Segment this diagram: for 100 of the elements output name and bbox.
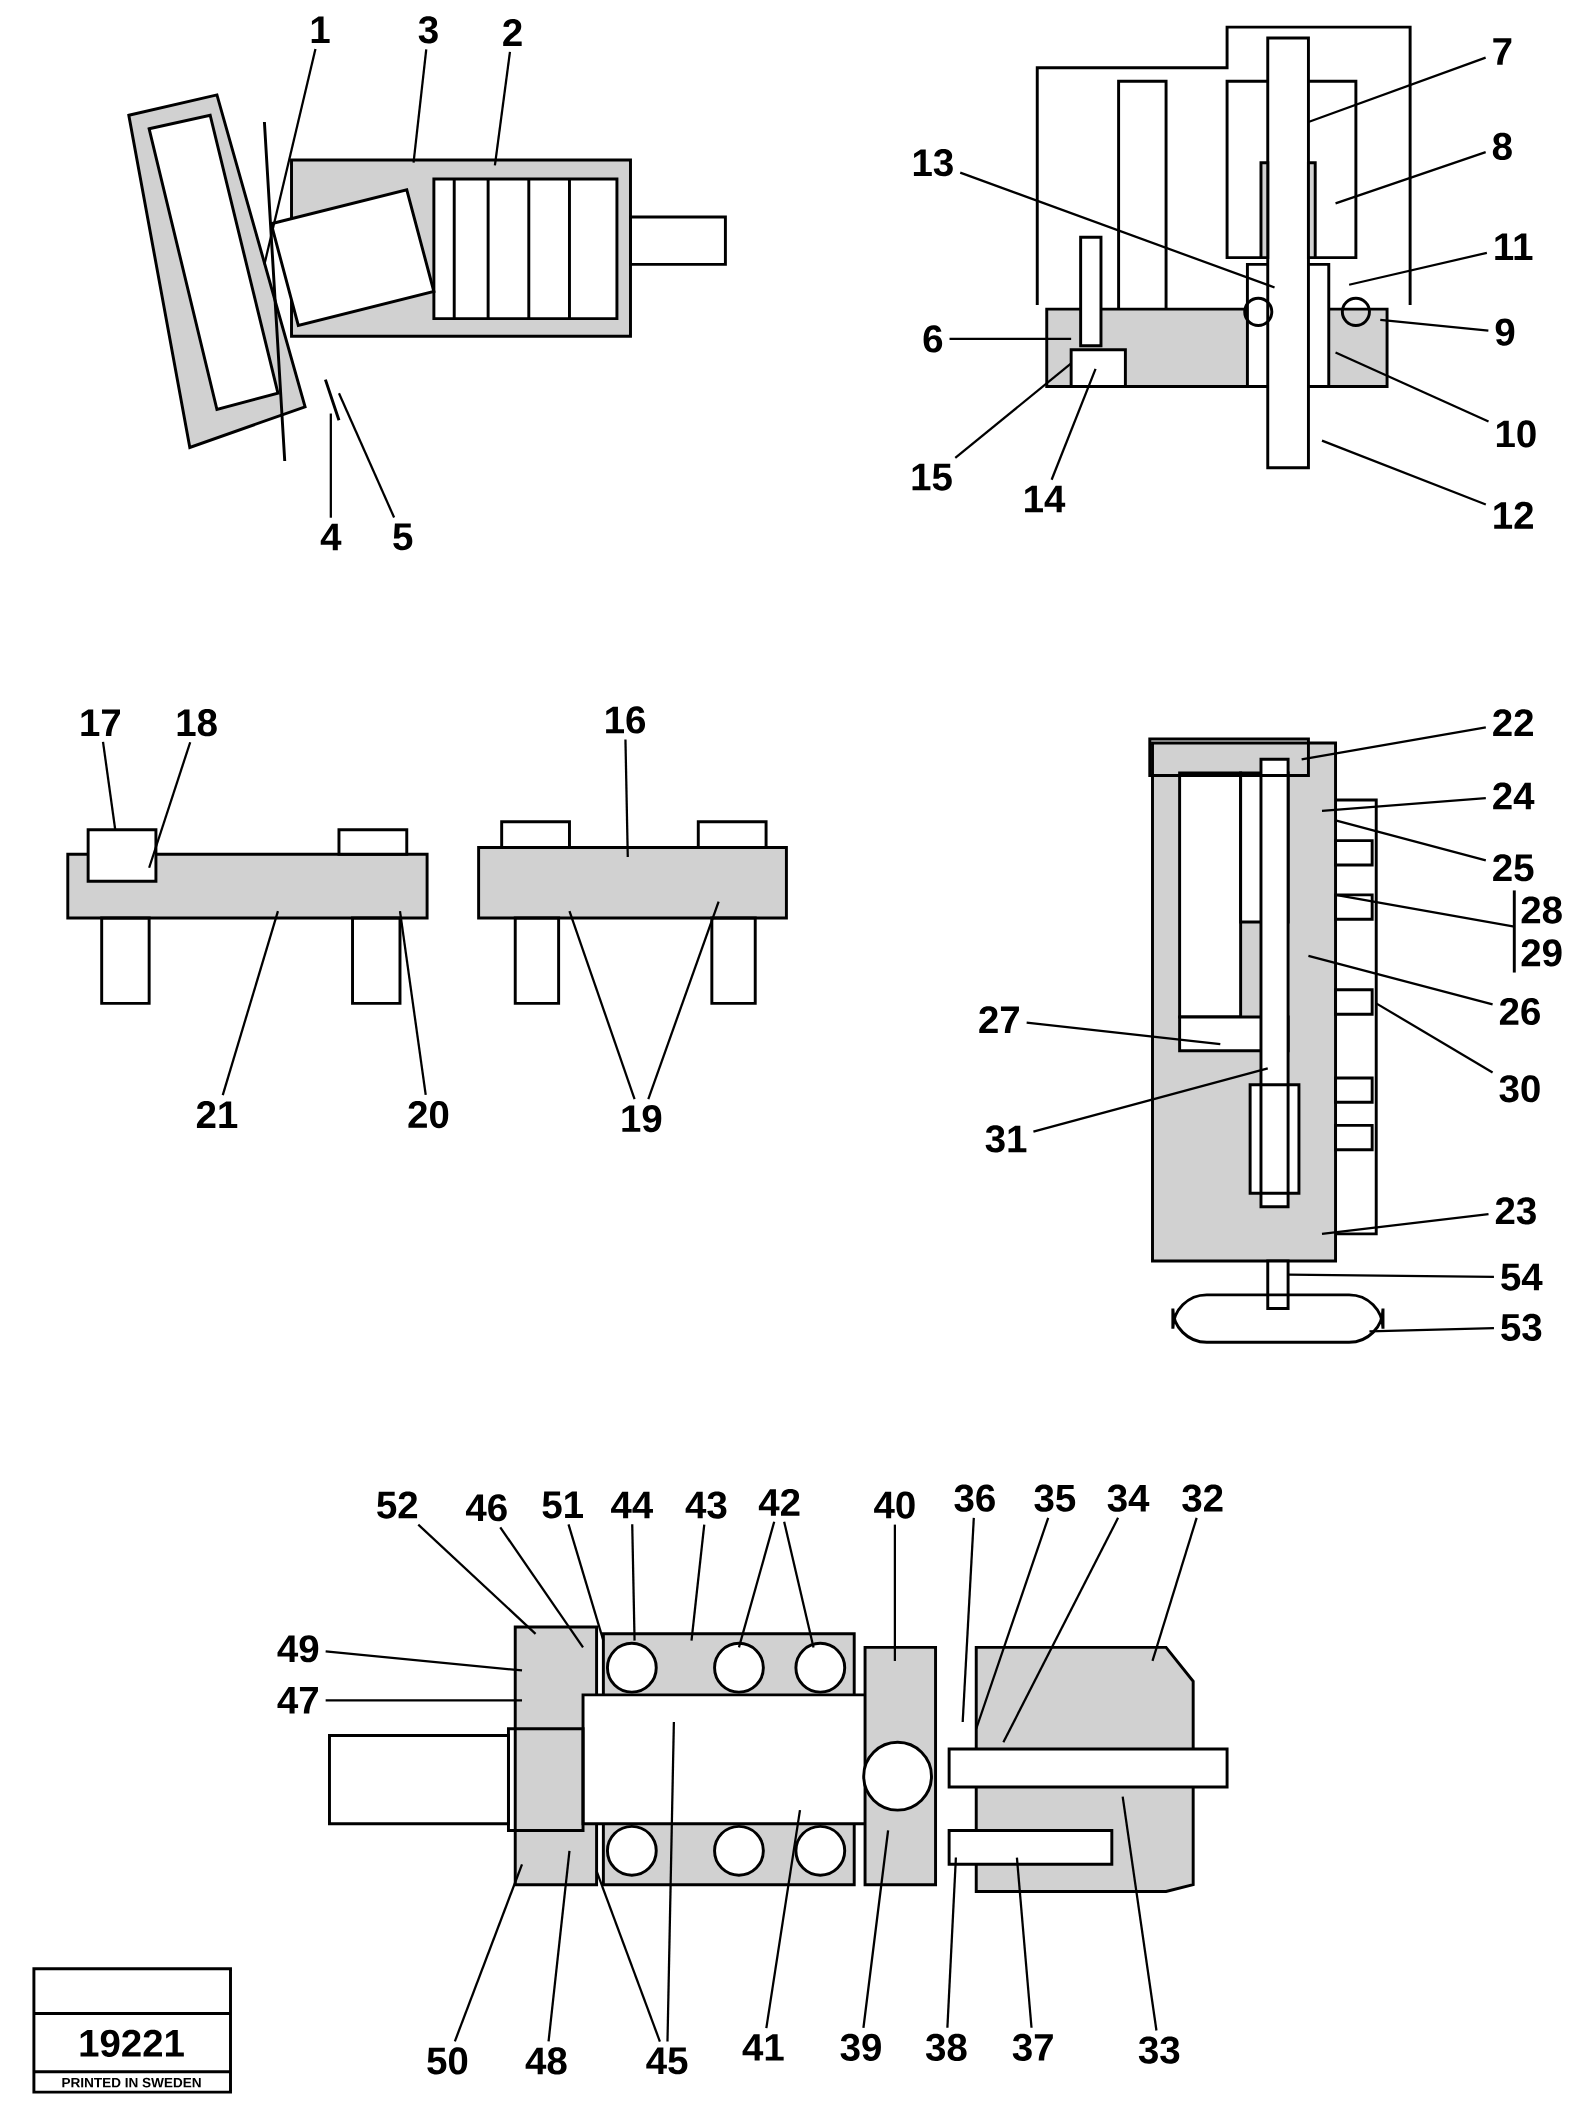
leader-line bbox=[960, 171, 1276, 289]
leader-line bbox=[567, 1524, 605, 1641]
callout-number: 9 bbox=[1495, 318, 1515, 346]
leader-line bbox=[399, 911, 428, 1096]
callout-number: 18 bbox=[177, 709, 218, 737]
callout-number: 13 bbox=[914, 149, 954, 177]
callout-number: 40 bbox=[874, 1491, 915, 1519]
leader-line bbox=[1308, 954, 1494, 1006]
leader-line bbox=[1151, 1517, 1198, 1662]
callout-number: 46 bbox=[466, 1494, 507, 1522]
callout-number: 35 bbox=[1034, 1484, 1076, 1512]
callout-number: 34 bbox=[1107, 1484, 1150, 1512]
leader-line bbox=[494, 51, 512, 166]
callout-number: 42 bbox=[759, 1488, 800, 1516]
callout-number: 19 bbox=[622, 1105, 662, 1133]
plate-drawing bbox=[477, 820, 789, 1005]
leader-line bbox=[263, 48, 317, 265]
leader-line bbox=[1335, 351, 1490, 423]
leader-line bbox=[1375, 1002, 1494, 1074]
leader-line bbox=[454, 1863, 524, 2042]
leader-line bbox=[221, 910, 280, 1096]
leader-line bbox=[547, 1850, 571, 2042]
callout-number: 48 bbox=[525, 2047, 567, 2075]
callout-number: 17 bbox=[81, 709, 121, 736]
leader-line bbox=[1301, 726, 1487, 761]
callout-number: 23 bbox=[1496, 1197, 1537, 1225]
callout-number: 51 bbox=[542, 1491, 584, 1519]
leader-line bbox=[1050, 368, 1097, 481]
leader-line bbox=[738, 1521, 776, 1648]
callout-number: 8 bbox=[1493, 132, 1513, 161]
callout-number: 16 bbox=[606, 706, 646, 734]
callout-number: 45 bbox=[646, 2047, 688, 2075]
callout-number: 38 bbox=[926, 2033, 967, 2061]
callout-number: 41 bbox=[742, 2034, 784, 2061]
leader-line bbox=[499, 1526, 585, 1649]
plate-drawing bbox=[66, 828, 429, 1005]
callout-number: 5 bbox=[393, 523, 413, 551]
leader-line bbox=[102, 741, 117, 830]
callout-number: 33 bbox=[1139, 2036, 1180, 2064]
leader-line bbox=[1321, 439, 1487, 506]
leader-line bbox=[690, 1524, 706, 1641]
leader-line bbox=[1121, 1796, 1158, 2031]
callout-number: 32 bbox=[1182, 1484, 1223, 1512]
callout-number: 44 bbox=[611, 1491, 654, 1519]
leader-line bbox=[631, 1524, 636, 1641]
leader-line bbox=[338, 392, 396, 518]
leader-line bbox=[417, 1523, 537, 1635]
leader-line bbox=[894, 1524, 897, 1661]
leader-line bbox=[949, 337, 1072, 341]
leader-line bbox=[862, 1830, 890, 2028]
callout-number: 43 bbox=[685, 1491, 727, 1519]
leader-line bbox=[666, 1721, 676, 2042]
callout-number: 49 bbox=[277, 1635, 319, 1663]
leader-line bbox=[1335, 819, 1487, 862]
leader-line bbox=[1335, 893, 1515, 928]
callout-number: 52 bbox=[377, 1491, 418, 1519]
valve-drawing bbox=[1036, 25, 1412, 470]
callout-number: 3 bbox=[418, 16, 438, 44]
leader-line bbox=[1002, 1517, 1120, 1743]
callout-number: 15 bbox=[912, 463, 953, 491]
leader-line bbox=[765, 1809, 802, 2029]
gearbox-drawing bbox=[328, 1625, 1229, 1893]
callout-number: 10 bbox=[1497, 420, 1536, 448]
leader-line bbox=[961, 1517, 976, 1723]
callout-number: 21 bbox=[197, 1101, 238, 1128]
leader-line bbox=[1349, 251, 1488, 286]
leader-line bbox=[783, 1521, 815, 1648]
callout-number: 2 bbox=[503, 19, 522, 46]
valve-block-drawing bbox=[1148, 737, 1385, 1344]
callout-number: 47 bbox=[277, 1687, 319, 1714]
callout-number: 27 bbox=[979, 1006, 1020, 1034]
callout-number: 54 bbox=[1501, 1263, 1543, 1291]
leader-line bbox=[624, 739, 630, 857]
callout-number: 11 bbox=[1495, 233, 1533, 260]
leader-line bbox=[1335, 151, 1487, 205]
callout-number: 25 bbox=[1493, 854, 1534, 882]
callout-number: 6 bbox=[923, 325, 943, 353]
leader-line bbox=[329, 413, 333, 518]
callout-number: 14 bbox=[1025, 485, 1066, 513]
leader-line bbox=[412, 49, 428, 163]
leader-line bbox=[325, 1650, 523, 1672]
callout-number: 31 bbox=[985, 1125, 1027, 1153]
leader-line bbox=[325, 1699, 523, 1702]
leader-line bbox=[148, 741, 192, 869]
leader-line bbox=[1322, 1212, 1489, 1235]
callout-number: 1 bbox=[311, 16, 330, 44]
callout-number: 30 bbox=[1499, 1075, 1540, 1103]
leader-line bbox=[1308, 56, 1487, 124]
callout-number: 22 bbox=[1493, 709, 1534, 737]
leader-line bbox=[1026, 1021, 1221, 1046]
callout-number: 28 29 bbox=[1513, 890, 1563, 973]
pump-drawing bbox=[127, 93, 728, 463]
callout-number: 53 bbox=[1501, 1313, 1542, 1342]
leader-line bbox=[595, 1870, 662, 2042]
callout-number: 7 bbox=[1493, 38, 1512, 65]
leader-line bbox=[946, 1857, 958, 2028]
leader-line bbox=[1016, 1857, 1033, 2028]
callout-number: 4 bbox=[320, 523, 342, 551]
leader-line bbox=[647, 901, 720, 1100]
leader-line bbox=[954, 362, 1073, 459]
